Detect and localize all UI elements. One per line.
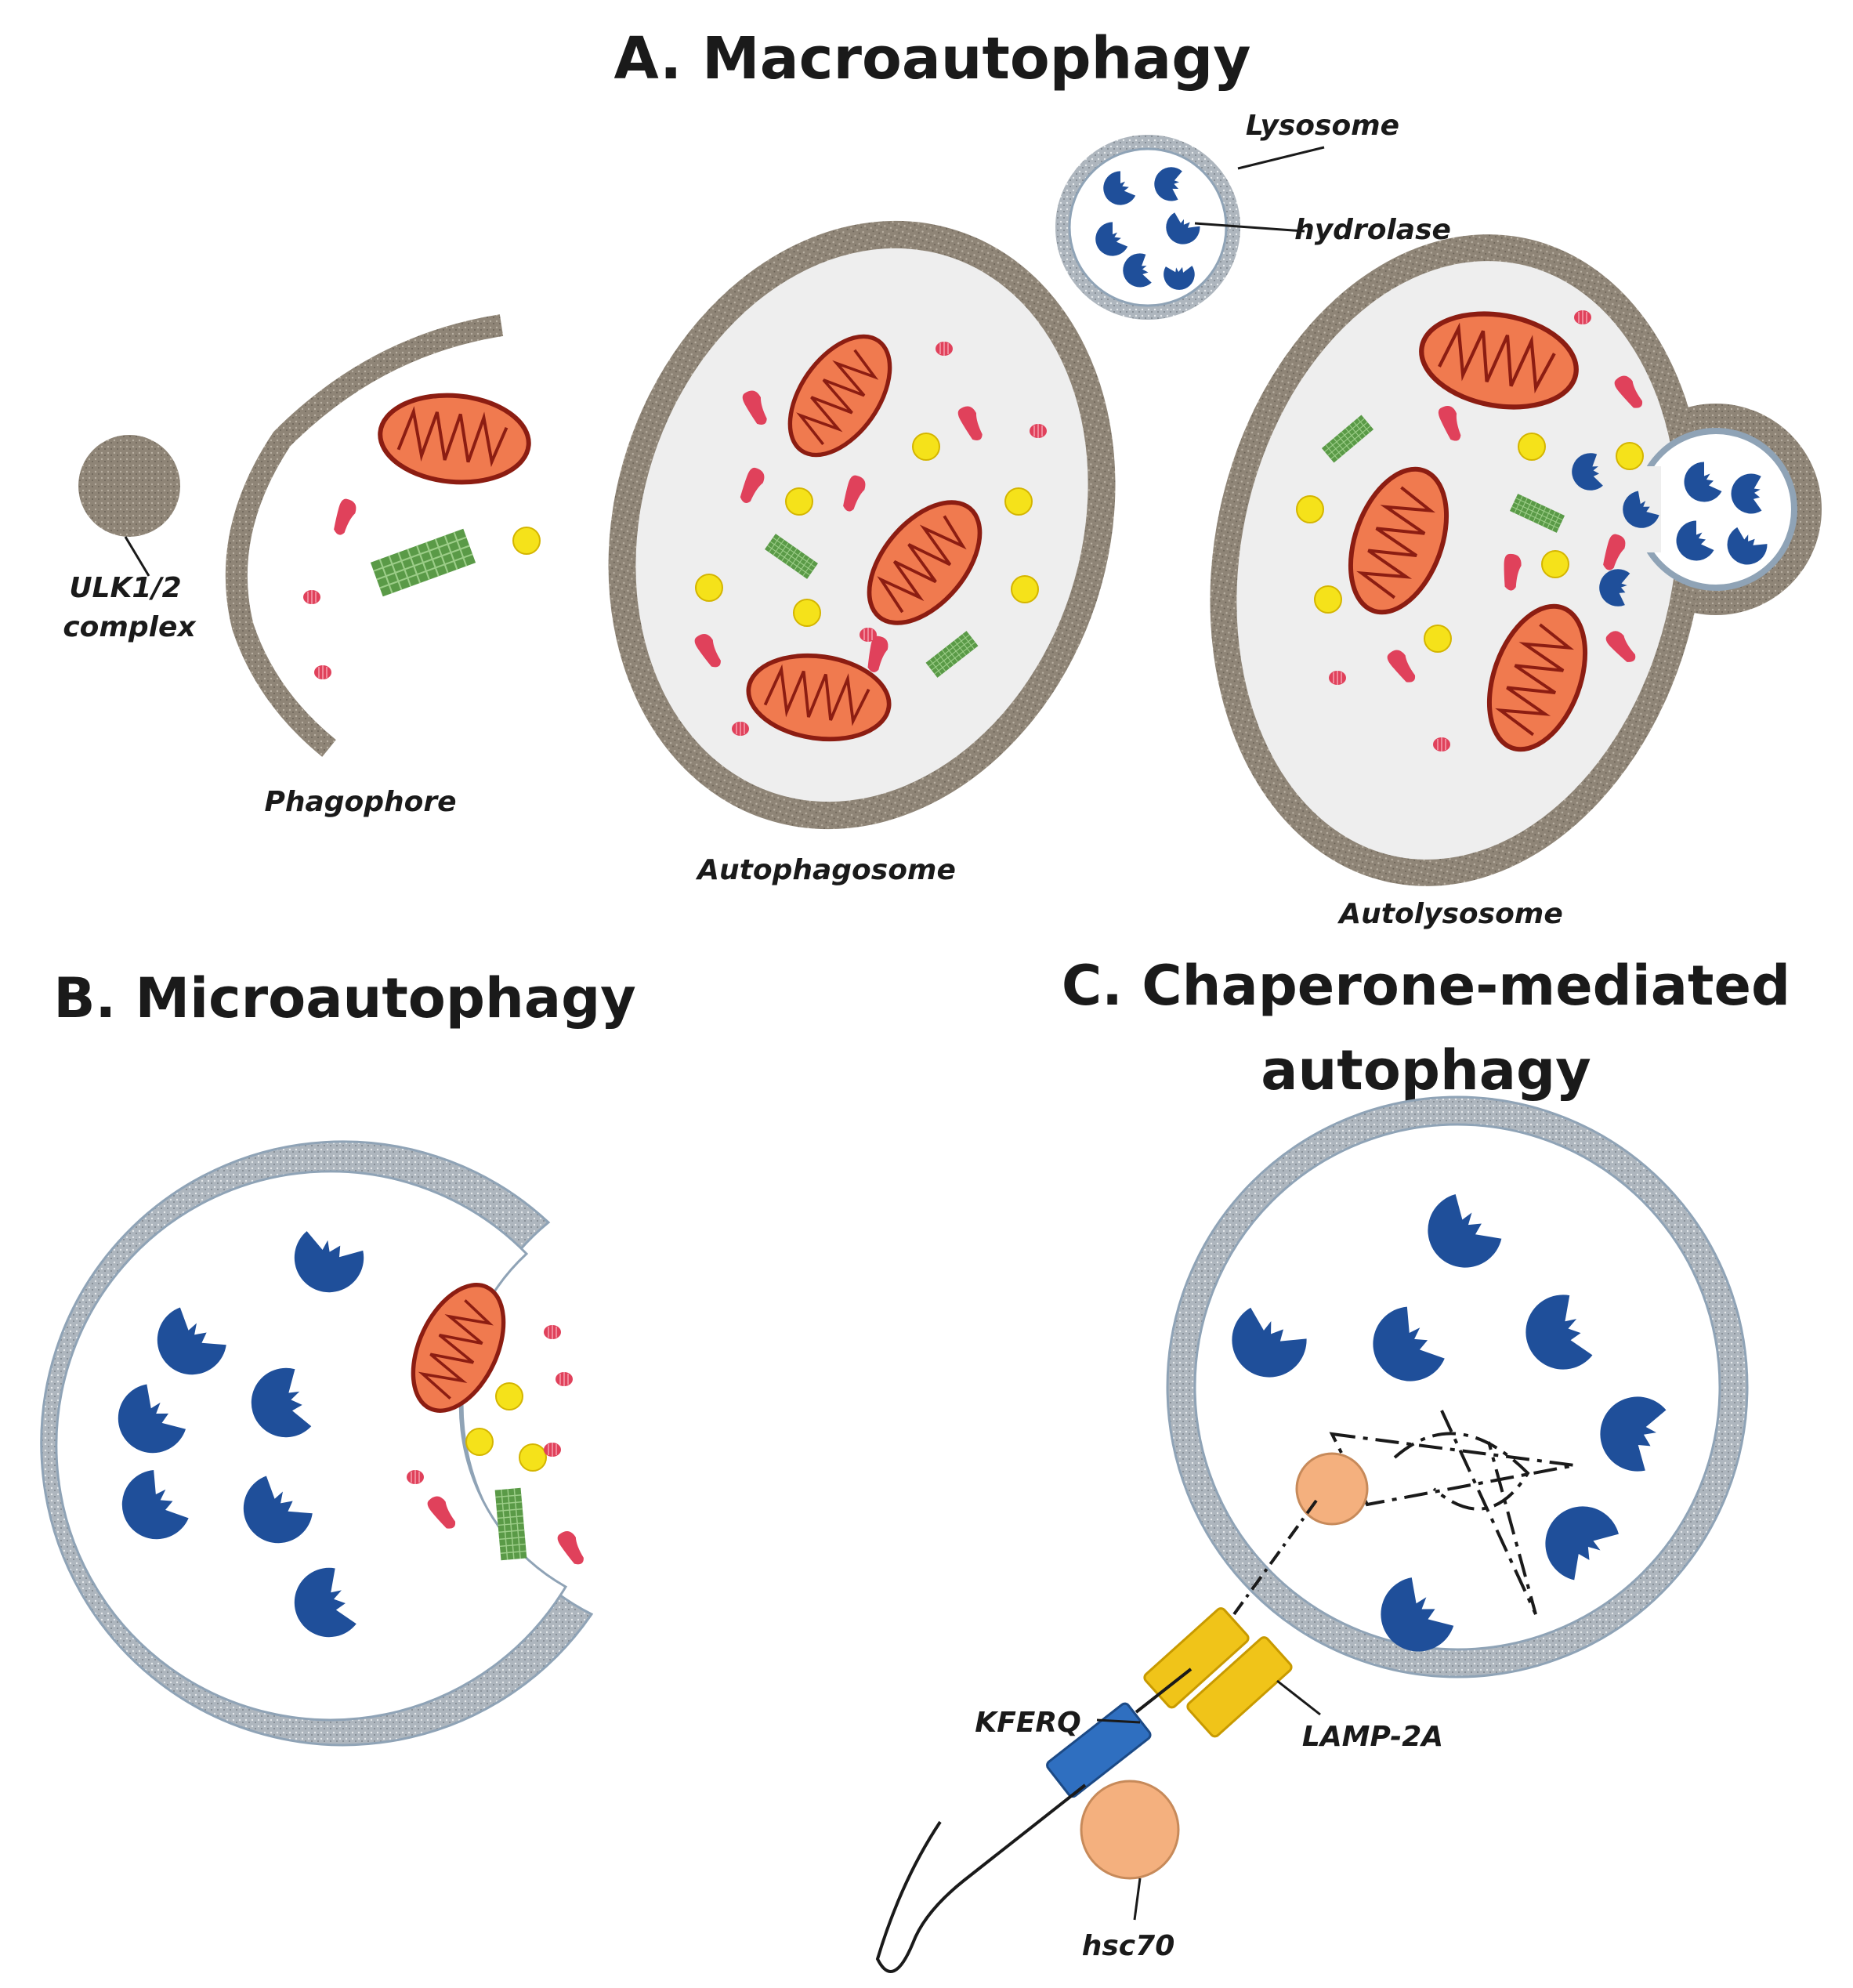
hsc70-chaperone: [1080, 1780, 1180, 1880]
substrate-tail: [875, 1783, 1087, 1973]
microautophagy-lysosome: [40, 1140, 594, 1747]
hsc70-leader-line: [1133, 1878, 1142, 1921]
kferq-motif: [1046, 1702, 1152, 1798]
ulk-leader-line: [124, 536, 150, 577]
kferq-chain: [1135, 1668, 1193, 1714]
lysosome: [1055, 135, 1240, 320]
panel-b-title: B. Microautophagy: [53, 966, 636, 1030]
panel-a-title: A. Macroautophagy: [614, 25, 1251, 92]
lamp-leader-line: [1276, 1679, 1321, 1716]
hsc70-label: hsc70: [1082, 1930, 1175, 1962]
autolysosome: [1210, 234, 1822, 886]
phagophore-label: Phagophore: [264, 786, 456, 818]
phagophore: [225, 314, 541, 757]
ulk-label: ULK1/2: [69, 572, 181, 604]
autophagosome: [608, 220, 1116, 830]
kferq-leader-line: [1096, 1718, 1141, 1724]
lysosome-label: Lysosome: [1246, 110, 1399, 142]
ulk-label-line2: complex: [63, 611, 197, 643]
hydrolase-leader-line: [1194, 222, 1305, 233]
ulk-complex-circle: [78, 435, 180, 537]
panel-c-title-line1: C. Chaperone-mediated: [1062, 954, 1790, 1018]
autophagosome-label: Autophagosome: [695, 854, 956, 886]
substrate-chain: [1232, 1499, 1318, 1616]
autolysosome-label: Autolysosome: [1337, 898, 1563, 930]
panel-c-title-line2: autophagy: [1261, 1038, 1591, 1103]
hydrolase-label: hydrolase: [1294, 214, 1451, 246]
cma-lysosome: [1166, 1095, 1749, 1678]
lumenal-hsc70: [1295, 1452, 1369, 1526]
lamp-2a-receptor: [1143, 1607, 1293, 1738]
lamp-label: LAMP-2A: [1302, 1721, 1443, 1753]
lysosome-leader-line: [1237, 146, 1325, 170]
kferq-label: KFERQ: [975, 1707, 1080, 1739]
